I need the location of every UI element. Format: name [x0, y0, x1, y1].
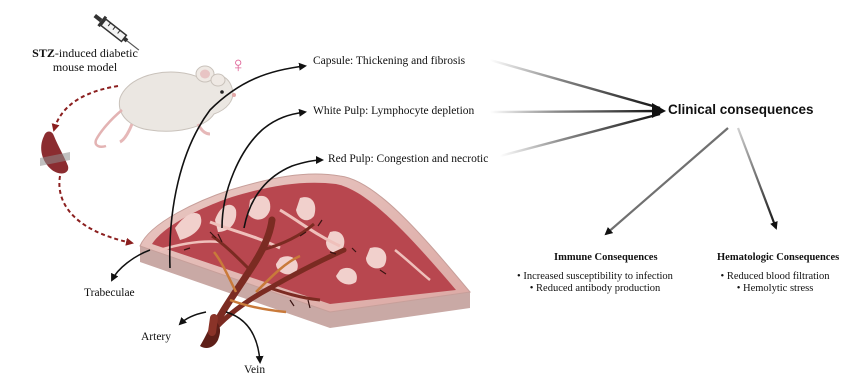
mouse-icon	[96, 66, 236, 147]
spleen-cross-section-icon	[140, 174, 470, 348]
immune-consequences-list: • Increased susceptibility to infection …	[500, 271, 690, 295]
immune-consequences-title: Immune Consequences	[554, 251, 658, 265]
red-pulp-finding: Red Pulp: Congestion and necrotic	[328, 152, 488, 166]
arrow-vein	[226, 312, 260, 362]
arrow-clinical-to-hematologic	[738, 128, 776, 228]
hematologic-item-1: • Reduced blood filtration	[707, 271, 843, 283]
stz-label: STZ	[32, 46, 55, 60]
arrow-artery	[180, 312, 206, 324]
mouse-model-label: STZ-induced diabetic mouse model	[10, 46, 160, 74]
hematologic-item-2: • Hemolytic stress	[707, 283, 843, 295]
spleen-small-icon	[40, 132, 70, 174]
white-pulp-finding: White Pulp: Lymphocyte depletion	[313, 104, 474, 118]
trabeculae-label: Trabeculae	[84, 286, 135, 300]
vein-label: Vein	[244, 363, 265, 377]
mouse-model-line2: mouse model	[53, 60, 117, 74]
arrow-clinical-to-immune	[606, 128, 728, 234]
stz-rest-label: -induced diabetic	[55, 46, 138, 60]
hematologic-consequences-list: • Reduced blood filtration • Hemolytic s…	[707, 271, 843, 295]
artery-label: Artery	[141, 330, 171, 344]
arrow-white-pulp-to-clinical	[490, 111, 660, 112]
female-symbol-icon: ♀	[230, 54, 247, 76]
immune-item-2: • Reduced antibody production	[500, 283, 690, 295]
arrow-capsule-to-clinical	[490, 60, 660, 108]
clinical-consequences-title: Clinical consequences	[668, 103, 814, 117]
immune-item-1: • Increased susceptibility to infection	[500, 271, 690, 283]
dashed-arrow-spleen-to-section	[59, 176, 132, 243]
capsule-finding: Capsule: Thickening and fibrosis	[313, 54, 465, 68]
hematologic-consequences-title: Hematologic Consequences	[717, 251, 839, 265]
arrow-red-pulp-to-clinical	[500, 114, 660, 156]
